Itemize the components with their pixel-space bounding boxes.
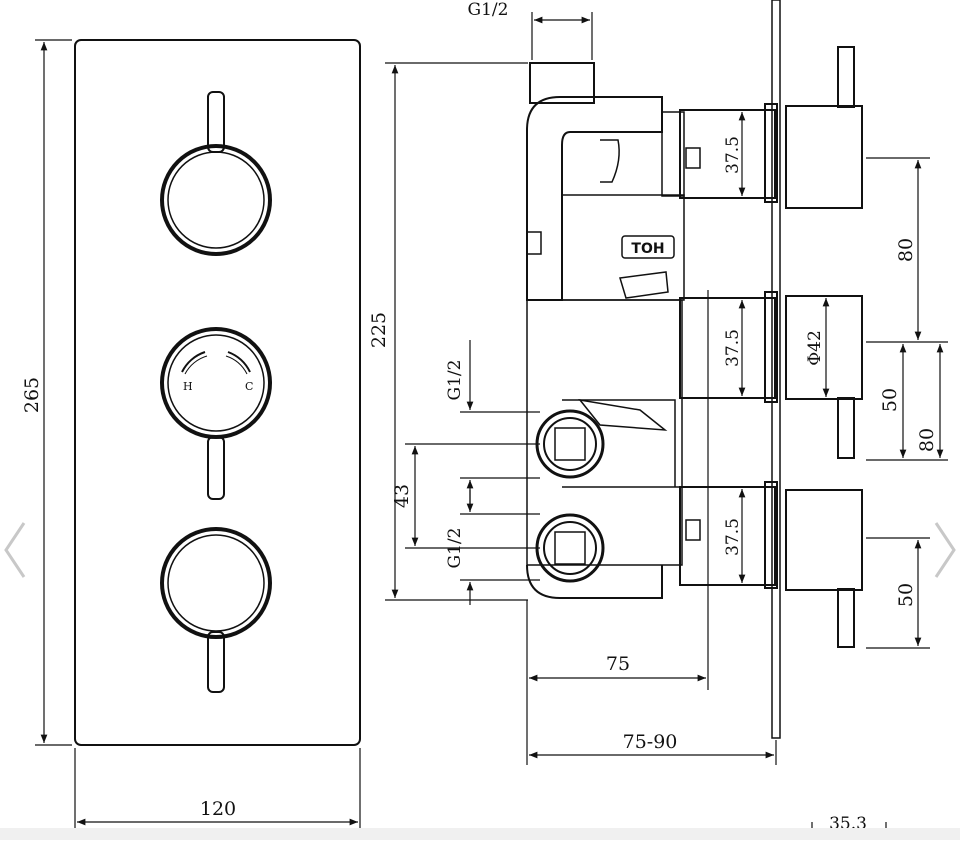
spacing-lower-80: 80 — [916, 428, 938, 452]
height-label: 265 — [21, 377, 43, 413]
inlet-spacing-label: 43 — [391, 484, 413, 508]
diameter-label: Φ42 — [805, 330, 825, 366]
handle-length-lower: 50 — [895, 583, 917, 607]
valve-body — [526, 299, 683, 566]
handle-top — [785, 46, 863, 209]
cartridge-top — [679, 109, 776, 199]
cartridge-depth-bottom: 37.5 — [723, 518, 743, 556]
wall-plate — [771, 0, 781, 739]
bottom-valve-knob — [160, 527, 272, 693]
cartridge-depth-middle: 37.5 — [723, 329, 743, 367]
thermostat-knob: H C — [160, 327, 272, 500]
lower-inlet-dimension — [460, 490, 540, 605]
front-view: H C 265 120 — [21, 39, 361, 830]
cartridge-bottom — [679, 486, 776, 586]
upper-inlet-dimension — [460, 340, 540, 505]
collars — [764, 103, 778, 589]
top-inlet — [529, 62, 595, 104]
previous-arrow-icon[interactable] — [0, 515, 30, 585]
install-depth-dimension — [529, 740, 777, 765]
hot-letter: H — [183, 380, 193, 393]
height-dimension — [35, 39, 72, 746]
handle-length-upper: 50 — [879, 388, 901, 412]
top-valve-knob — [160, 91, 272, 256]
side-view: TOH — [368, 0, 948, 836]
width-label: 120 — [200, 798, 236, 820]
top-inlet-label: G1/2 — [468, 0, 509, 20]
next-arrow-icon[interactable] — [930, 515, 960, 585]
handle-bottom — [785, 489, 863, 648]
brand-mark: TOH — [631, 241, 664, 257]
bottom-strip — [0, 828, 960, 840]
body-depth-dimension — [526, 290, 709, 765]
body-depth-label: 75 — [606, 653, 630, 675]
brand-badge — [621, 235, 675, 259]
body-height-label: 225 — [368, 312, 390, 348]
right-dimensions — [866, 157, 948, 649]
cold-letter: C — [245, 380, 253, 393]
body-height-dimension — [385, 62, 528, 601]
spacing-upper-80: 80 — [895, 238, 917, 262]
upper-pipe — [526, 96, 663, 301]
upper-inlet-label: G1/2 — [445, 360, 465, 401]
inlet-spacing-dimension — [405, 443, 540, 549]
faceplate — [74, 39, 361, 746]
handle-middle — [785, 295, 863, 459]
cartridge-middle — [679, 297, 776, 399]
lower-side-inlet — [535, 513, 605, 583]
cartridge-depth-top: 37.5 — [723, 136, 743, 174]
upper-side-inlet — [535, 409, 605, 479]
width-dimension — [74, 748, 361, 830]
install-depth-label: 75-90 — [623, 731, 678, 753]
top-inlet-dimension — [531, 12, 593, 60]
lower-inlet-label: G1/2 — [445, 528, 465, 569]
